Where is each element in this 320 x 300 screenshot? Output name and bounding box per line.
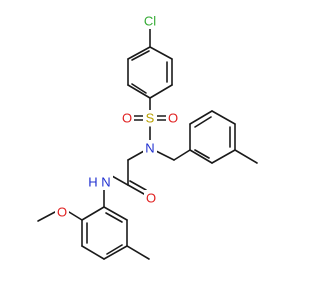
- methylbenzyl-ring: [189, 110, 236, 164]
- chlorine-atom-label: Cl: [144, 14, 156, 29]
- label-bg: [120, 110, 134, 126]
- bond-c-o: [127, 184, 145, 195]
- bond-methyl: [126, 245, 150, 260]
- molecule-diagram: Cl S O O N O H N O: [37, 13, 258, 260]
- bond: [149, 84, 173, 99]
- oxygen-atom-label: O: [168, 111, 178, 126]
- oxygen-atom-label: O: [146, 191, 156, 206]
- double-bond-inner: [106, 244, 123, 255]
- bond: [127, 46, 151, 60]
- bond: [81, 206, 105, 221]
- label-bg: [143, 140, 157, 156]
- bond: [173, 149, 191, 161]
- label-bg: [144, 190, 158, 206]
- bond-ring-o: [68, 211, 83, 221]
- bond: [103, 245, 128, 260]
- nitrogen-atom-label: N: [101, 175, 110, 190]
- bond: [189, 110, 213, 125]
- bond: [189, 149, 213, 164]
- double-bond-inner: [105, 212, 123, 223]
- label-bg: [85, 174, 113, 190]
- bond: [211, 110, 236, 125]
- methoxyphenyl-ring: [81, 206, 128, 260]
- hydrogen-atom-label: H: [88, 175, 97, 190]
- double-bond-inner: [194, 116, 212, 128]
- label-bg: [55, 204, 69, 220]
- bond-methyl: [234, 149, 258, 164]
- bond: [103, 206, 128, 221]
- structure-svg: Cl S O O N O H N O: [37, 13, 258, 260]
- bond: [149, 46, 173, 60]
- bond-n-ch2: [127, 150, 145, 161]
- chlorophenyl-ring: [127, 46, 173, 99]
- label-bg: [166, 110, 180, 126]
- double-bond-inner: [131, 50, 150, 61]
- double-bond-inner: [131, 83, 147, 94]
- oxygen-atom-label: O: [57, 205, 67, 220]
- bond: [81, 245, 105, 260]
- double-bond-inner: [194, 149, 210, 159]
- bond-c-o: [129, 180, 147, 191]
- bond-o-ch3: [37, 211, 56, 222]
- bond: [211, 149, 236, 164]
- nitrogen-atom-label: N: [145, 141, 154, 156]
- bond: [127, 84, 151, 99]
- bond-c-nh: [111, 175, 129, 186]
- sulfur-atom-label: S: [146, 111, 155, 126]
- bond-n-ch2-benzyl: [155, 150, 175, 161]
- label-bg: [141, 13, 161, 29]
- label-bg: [143, 110, 157, 126]
- oxygen-atom-label: O: [122, 111, 132, 126]
